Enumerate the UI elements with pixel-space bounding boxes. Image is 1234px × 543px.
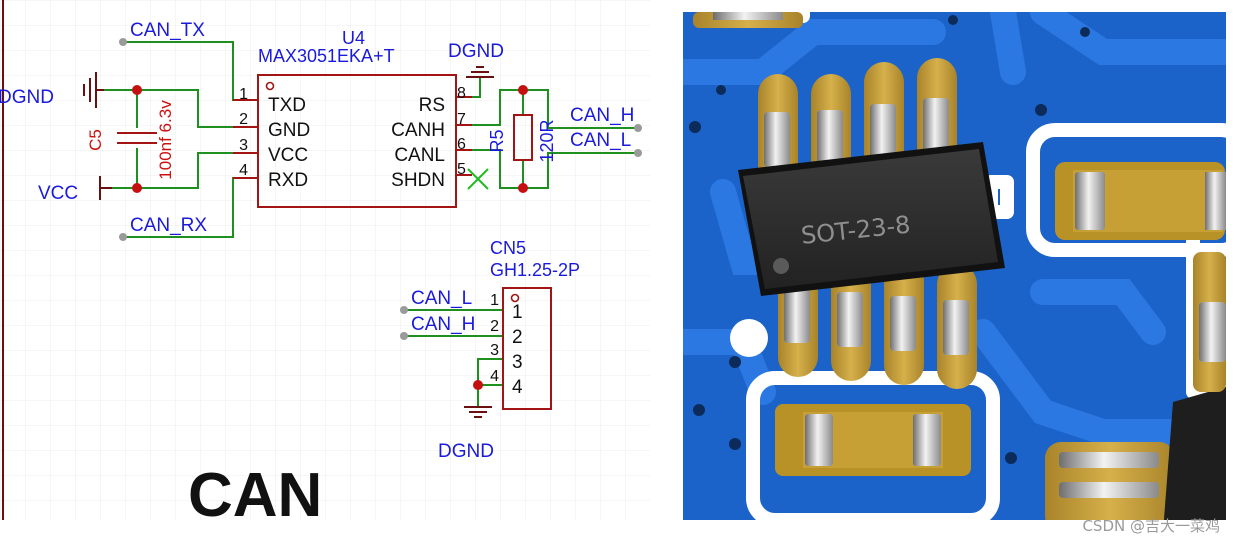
- wire-vcc: [112, 152, 250, 189]
- net-label-can-h-conn: CAN_H: [411, 314, 475, 335]
- pin-num-6: 6: [457, 136, 466, 153]
- pin-name-txd: TXD: [268, 95, 306, 116]
- schematic-title: CAN: [188, 461, 322, 530]
- net-label-dgnd-left: DGND: [0, 87, 54, 108]
- pin-num-5: 5: [457, 161, 466, 178]
- pin-name-shdn: SHDN: [391, 170, 445, 191]
- pin-name-canh: CANH: [391, 120, 445, 141]
- dgnd-left-symbol: [83, 72, 104, 108]
- conn-outer-num-1: 1: [490, 292, 499, 309]
- conn-inner-num-2: 2: [512, 327, 523, 348]
- pin-num-1: 1: [239, 86, 248, 103]
- net-label-dgnd-top: DGND: [448, 41, 504, 62]
- pcb-3d-view: SOT-23-8: [683, 12, 1226, 520]
- vcc-symbol: [99, 176, 112, 200]
- conn-inner-num-3: 3: [512, 352, 523, 373]
- wire-rs-gnd: [472, 77, 481, 98]
- watermark: CSDN @吉大一菜鸡: [1082, 517, 1220, 535]
- net-label-vcc: VCC: [38, 183, 78, 204]
- pin1-marker: [265, 81, 275, 91]
- ic-u4-body: [257, 74, 457, 208]
- connector-pin1-marker: [510, 293, 520, 303]
- pin-num-7: 7: [457, 111, 466, 128]
- junctions: [132, 85, 528, 390]
- grid-background: [0, 0, 650, 520]
- ic-package-body: [738, 142, 1005, 296]
- pin-name-vcc: VCC: [268, 145, 308, 166]
- conn-outer-num-4: 4: [490, 368, 499, 385]
- pin-name-gnd: GND: [268, 120, 310, 141]
- capacitor-c5: [117, 132, 157, 144]
- wire-gnd: [104, 89, 250, 128]
- ic-part: MAX3051EKA+T: [258, 46, 395, 66]
- pin-name-canl: CANL: [394, 145, 445, 166]
- smd-capacitor-right: [1055, 162, 1226, 240]
- pin-num-2: 2: [239, 111, 248, 128]
- connector-part: GH1.25-2P: [490, 260, 580, 280]
- resistor-ref: R5: [487, 129, 507, 152]
- net-label-dgnd-bottom: DGND: [438, 441, 494, 462]
- net-label-can-rx: CAN_RX: [130, 215, 207, 236]
- net-endpoints: [119, 38, 642, 340]
- conn-inner-num-4: 4: [512, 377, 523, 398]
- pin-num-4: 4: [239, 162, 248, 179]
- ic-u4-pins: [233, 96, 472, 179]
- wire-conn-gnd: [477, 358, 503, 386]
- pin-num-8: 8: [457, 85, 466, 102]
- ic-ref: U4: [342, 28, 365, 48]
- conn-outer-num-3: 3: [490, 342, 499, 359]
- net-label-can-l-conn: CAN_L: [411, 288, 472, 309]
- copper-traces: [683, 12, 1226, 445]
- net-label-can-tx: CAN_TX: [130, 20, 205, 41]
- resistor-value: 120R: [537, 119, 557, 162]
- dgnd-bottom-symbol: [464, 406, 492, 418]
- net-label-can-h-right: CAN_H: [570, 105, 634, 126]
- connector-cn5-body: [502, 287, 552, 410]
- pin-name-rs: RS: [419, 95, 445, 116]
- net-label-can-l-right: CAN_L: [570, 130, 631, 151]
- conn-outer-num-2: 2: [490, 318, 499, 335]
- pin-name-rxd: RXD: [268, 170, 308, 191]
- resistor-r5: [513, 114, 533, 161]
- smd-capacitor-bottom: [775, 404, 971, 476]
- capacitor-ref: C5: [86, 129, 105, 151]
- vias: [689, 15, 1090, 464]
- pin-num-3: 3: [239, 137, 248, 154]
- connector-ref: CN5: [490, 238, 526, 258]
- conn-inner-num-1: 1: [512, 302, 523, 323]
- dgnd-top-symbol: [466, 66, 494, 78]
- schematic-panel: C5 100nf 6.3v R5 120R U4 MAX3051EKA+T 1 …: [0, 0, 650, 530]
- capacitor-value: 100nf 6.3v: [156, 100, 175, 180]
- partial-components: [693, 12, 1226, 520]
- no-connect-marker: [467, 168, 489, 190]
